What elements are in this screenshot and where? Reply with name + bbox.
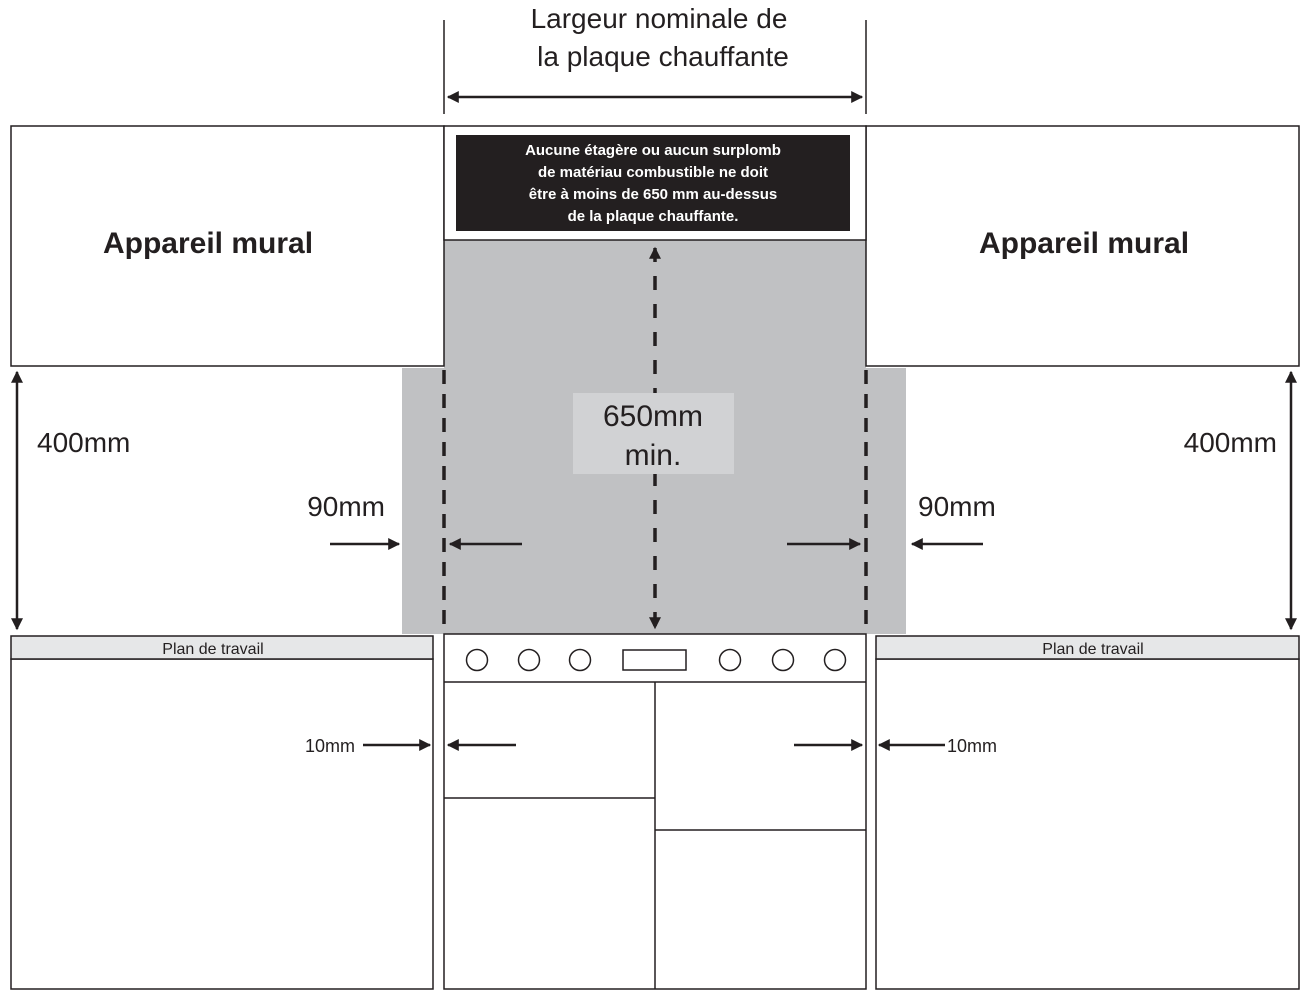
warning-line-2: de matériau combustible ne doit [538,164,768,181]
control-knob-3 [568,648,592,672]
gap-90-right-label: 90mm [918,491,996,522]
gap-90-left-label: 90mm [307,491,385,522]
worktop-left-label: Plan de travail [162,641,263,658]
width-label-line-2: la plaque chauffante [537,41,789,72]
base-cabinet-left [10,658,434,990]
wall-unit-right-label: Appareil mural [979,227,1189,260]
warning-line-1: Aucune étagère ou aucun surplomb [525,142,781,159]
worktop-left [10,635,434,660]
height-650-value: 650mm [603,400,703,433]
height-400-right-label: 400mm [1184,427,1277,458]
warning-box [456,135,850,231]
worktop-right [875,635,1300,660]
control-knob-5 [771,648,795,672]
wall-unit-right [865,125,1300,367]
gap-10-left-label: 10mm [305,736,355,756]
height-400-left-label: 400mm [37,427,130,458]
gap-10-right-label: 10mm [947,736,997,756]
control-display [622,649,687,671]
worktop-right-label: Plan de travail [1042,641,1143,658]
base-cabinet-right [875,658,1300,990]
control-knob-1 [465,648,489,672]
warning-line-3: être à moins de 650 mm au-dessus [529,186,777,203]
width-label-line-1: Largeur nominale de [531,3,788,34]
control-knob-2 [517,648,541,672]
height-650-suffix: min. [625,439,682,472]
warning-line-4: de la plaque chauffante. [568,208,739,225]
control-knob-4 [718,648,742,672]
wall-unit-left-label: Appareil mural [103,227,313,260]
height-650-label-box [573,393,734,474]
wall-unit-left [10,125,445,367]
control-knob-6 [823,648,847,672]
